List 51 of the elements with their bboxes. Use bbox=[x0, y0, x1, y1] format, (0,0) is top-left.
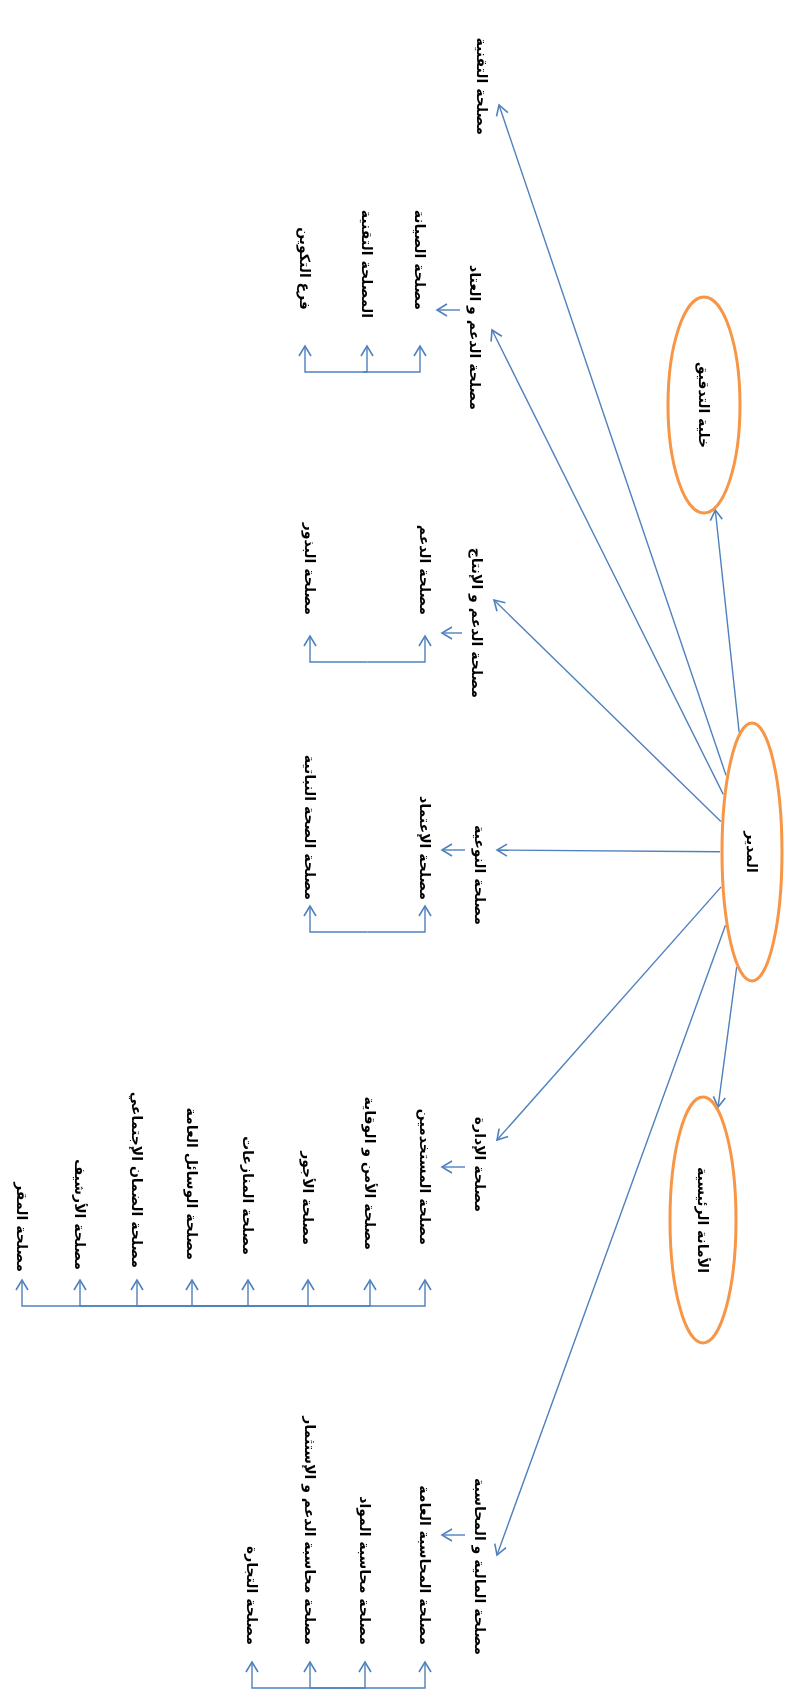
arrow bbox=[222, 1279, 255, 1307]
arrow bbox=[441, 1160, 466, 1174]
arrow bbox=[709, 509, 740, 733]
section-label: مصلحة الدعم bbox=[411, 524, 439, 615]
section-label: فرع التكوين bbox=[291, 227, 319, 310]
section-label: مصلحة الإعتماد bbox=[411, 796, 439, 900]
department-label: مصلحة الإدارة bbox=[466, 1116, 494, 1212]
department-label: مصلحة التقنية bbox=[468, 37, 496, 135]
arrow bbox=[303, 905, 369, 933]
arrow bbox=[495, 104, 727, 777]
section-label: مصلحة المحاسبة العامة bbox=[411, 1485, 439, 1645]
section-label: مصلحة المقر bbox=[8, 1182, 36, 1272]
arrow bbox=[298, 345, 364, 373]
arrow bbox=[441, 843, 466, 857]
arrow bbox=[366, 635, 432, 663]
arrow bbox=[496, 886, 722, 1141]
section-label: المصلحة التقنية bbox=[353, 209, 381, 318]
arrow bbox=[245, 1661, 340, 1689]
arrow bbox=[712, 966, 738, 1108]
arrow bbox=[303, 635, 369, 663]
section-label: مصلحة الأرشيف bbox=[66, 1158, 94, 1270]
section-label: مصلحة الأمن و الوقاية bbox=[356, 1096, 384, 1250]
arrow bbox=[15, 1279, 225, 1307]
arrow bbox=[490, 329, 724, 796]
section-label: مصلحة البذور bbox=[296, 522, 324, 615]
arrow bbox=[441, 626, 463, 640]
department-label: مصلحة المالية و المحاسبة bbox=[466, 1478, 494, 1655]
section-label: مصلحة الضمان الإجتماعي bbox=[123, 1091, 151, 1268]
section-label: مصلحة محاسبة المواد bbox=[351, 1496, 379, 1645]
section-label: مصلحة الأجور bbox=[294, 1151, 322, 1245]
unit-ellipse: المدير bbox=[720, 721, 784, 983]
arrow bbox=[366, 905, 432, 933]
arrow bbox=[436, 303, 461, 317]
section-label: مصلحة المنازعات bbox=[234, 1136, 262, 1255]
section-label: مصلحة الصحة النباتية bbox=[296, 754, 324, 900]
department-label: مصلحة النوعية bbox=[466, 825, 494, 925]
arrow bbox=[441, 1528, 466, 1542]
unit-ellipse: خلية التدقيق bbox=[666, 295, 742, 515]
section-label: مصلحة الوسائل العامة bbox=[178, 1107, 206, 1260]
arrow bbox=[493, 924, 727, 1556]
arrow bbox=[496, 843, 721, 857]
department-label: مصلحة الدعم و العتاد bbox=[461, 265, 489, 410]
section-label: مصلحة التجارة bbox=[238, 1545, 266, 1645]
section-label: مصلحة محاسبة الدعم و الإستثمار bbox=[296, 1416, 324, 1645]
arrow bbox=[493, 599, 722, 823]
section-label: مصلحة الصيانة bbox=[406, 209, 434, 310]
section-label: مصلحة المستخدمين bbox=[411, 1108, 439, 1245]
department-label: مصلحة الدعم و الإنتاج bbox=[463, 547, 491, 698]
arrow bbox=[337, 1661, 372, 1689]
arrow bbox=[360, 345, 374, 373]
unit-ellipse: الأمانة الرئيسية bbox=[668, 1095, 738, 1345]
